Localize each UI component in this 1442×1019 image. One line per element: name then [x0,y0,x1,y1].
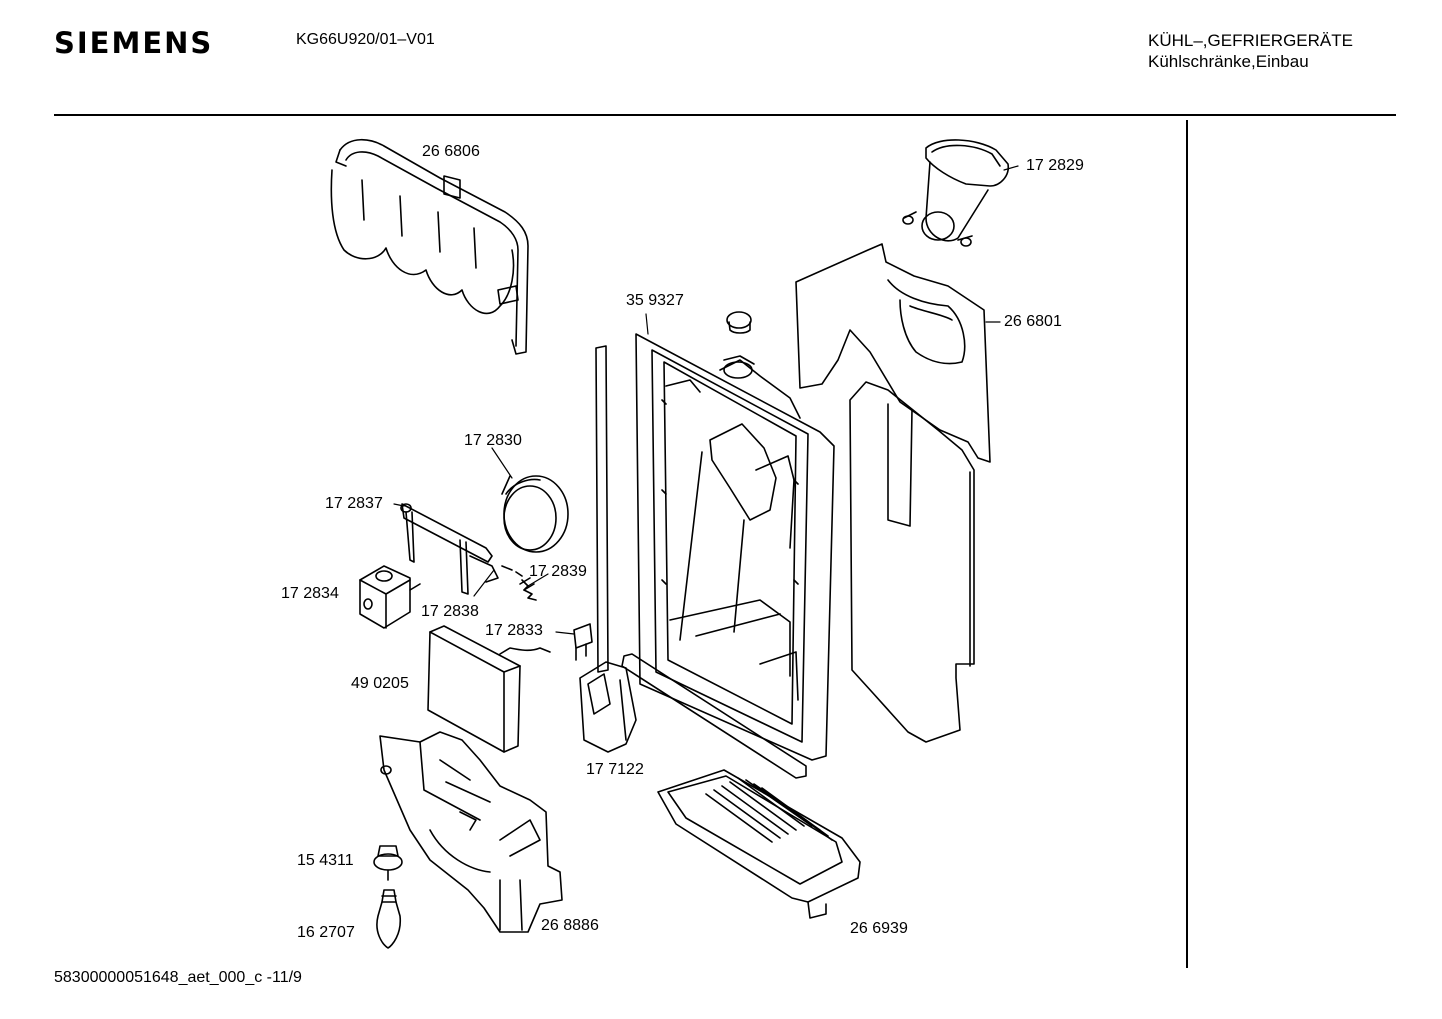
part-172829-funnel [902,139,1010,247]
label-266801: 26 6801 [1004,313,1062,330]
part-172839-spring [501,565,537,601]
document-code: 58300000051648_aet_000_c -11/9 [54,969,302,986]
label-266939: 26 6939 [850,920,908,937]
brand-logo: SIEMENS [54,26,214,60]
part-172830-round-cover [501,475,569,553]
part-172833-switch [573,623,593,661]
part-154311-valve [373,845,403,881]
part-359327-dispenser-frame [635,311,835,761]
model-number: KG66U920/01–V01 [296,31,435,48]
label-172834: 17 2834 [281,585,339,602]
label-177122: 17 7122 [586,761,644,778]
part-490205-control-board [427,625,551,753]
label-172830: 17 2830 [464,432,522,449]
side-rule [1186,120,1188,968]
label-172839: 17 2839 [529,563,587,580]
category-subtitle: Kühlschränke,Einbau [1148,52,1309,71]
label-359327: 35 9327 [626,292,684,309]
label-172837: 17 2837 [325,495,383,512]
part-268886-dispenser-mechanism [379,731,563,933]
part-162707-lamp [376,889,402,949]
leader-lines [393,165,1019,635]
label-266806: 26 6806 [422,143,480,160]
part-172837-lever [400,503,499,595]
part-172834-solenoid [359,565,421,629]
label-154311: 15 4311 [297,852,354,869]
seal-strips [595,345,807,779]
label-162707: 16 2707 [297,924,355,941]
label-172829: 17 2829 [1026,157,1084,174]
category-title: KÜHL–,GEFRIERGERÄTE [1148,31,1353,50]
header-rule [54,114,1396,116]
part-266801-insulation [795,243,991,743]
part-266939-drip-tray [657,769,861,919]
label-172838: 17 2838 [421,603,479,620]
label-268886: 26 8886 [541,917,599,934]
part-266806-evaporator [330,138,529,355]
label-172833: 17 2833 [485,622,543,639]
label-490205: 49 0205 [351,675,409,692]
part-177122-display [579,661,637,753]
